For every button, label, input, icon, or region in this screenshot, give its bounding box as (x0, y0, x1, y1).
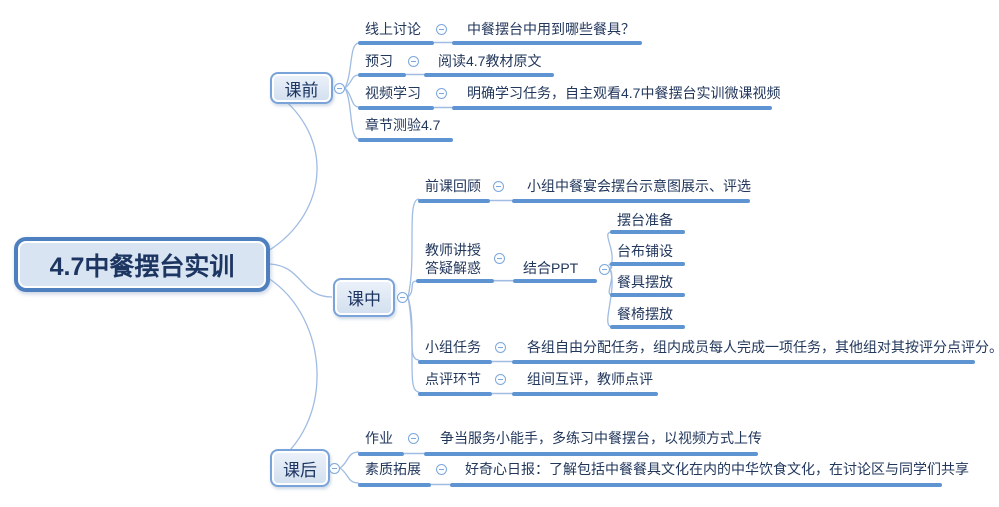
subtopic-label[interactable]: 线上讨论 (365, 21, 421, 37)
topic-underline (418, 360, 492, 364)
topic-underline (358, 138, 453, 142)
subtopic-label[interactable]: 答疑解惑 (425, 260, 481, 276)
subtopic-label[interactable]: 预习 (365, 53, 393, 69)
collapse-icon[interactable] (495, 342, 506, 353)
branch-topic-in-class[interactable]: 课中 (333, 278, 395, 317)
collapse-icon[interactable] (436, 24, 447, 35)
topic-underline (358, 106, 434, 110)
topic-underline (358, 483, 431, 487)
branch-label: 课中 (347, 290, 381, 309)
topic-underline (610, 262, 685, 266)
subtopic-label[interactable]: 作业 (365, 430, 393, 446)
topic-underline (610, 325, 685, 329)
collapse-icon[interactable] (436, 464, 447, 475)
branch-topic-pre-class[interactable]: 课前 (270, 72, 333, 104)
detail-label[interactable]: 台布铺设 (617, 243, 673, 259)
subtopic-label[interactable]: 小组任务 (425, 339, 481, 355)
topic-underline (424, 452, 758, 456)
branch-label: 课前 (284, 80, 319, 100)
collapse-icon[interactable] (599, 264, 610, 275)
collapse-icon[interactable] (334, 83, 345, 94)
topic-underline (416, 279, 494, 283)
detail-label[interactable]: 摆台准备 (617, 212, 673, 228)
topic-underline (512, 199, 750, 203)
collapse-icon[interactable] (397, 292, 408, 303)
collapse-icon[interactable] (495, 374, 506, 385)
detail-label[interactable]: 餐椅摆放 (617, 306, 673, 322)
collapse-icon[interactable] (329, 463, 340, 474)
detail-label[interactable]: 餐具摆放 (617, 274, 673, 290)
topic-underline (610, 293, 685, 297)
topic-underline (512, 392, 658, 396)
collapse-icon[interactable] (494, 253, 505, 264)
subtopic-label[interactable]: 章节测验4.7 (365, 117, 441, 133)
collapse-icon[interactable] (408, 56, 419, 67)
topic-underline (358, 41, 434, 45)
collapse-icon[interactable] (493, 181, 504, 192)
note-label[interactable]: 各组自由分配任务，组内成员每人完成一项任务，其他组对其按评分点评分。 (527, 339, 999, 355)
branch-topic-after-class[interactable]: 课后 (270, 449, 330, 487)
topic-underline (610, 230, 685, 234)
topic-underline (418, 392, 492, 396)
note-label[interactable]: 组间互评，教师点评 (527, 371, 653, 387)
topic-underline (418, 199, 490, 203)
collapse-icon[interactable] (408, 433, 419, 444)
collapse-icon[interactable] (436, 88, 447, 99)
note-label[interactable]: 小组中餐宴会摆台示意图展示、评选 (527, 178, 751, 194)
topic-underline (424, 73, 554, 77)
note-label[interactable]: 中餐摆台中用到哪些餐具？ (467, 21, 635, 37)
subtopic-label[interactable]: 教师讲授 (425, 242, 481, 258)
topic-underline (512, 360, 975, 364)
subtopic-label[interactable]: 素质拓展 (365, 461, 421, 477)
subtopic-label[interactable]: 视频学习 (365, 85, 421, 101)
topic-underline (358, 452, 404, 456)
note-label[interactable]: 好奇心日报：了解包括中餐餐具文化在内的中华饮食文化，在讨论区与同学们共享 (465, 461, 969, 477)
topic-underline (450, 483, 942, 487)
topic-underline (452, 106, 772, 110)
topic-underline (452, 41, 642, 45)
topic-underline (513, 279, 597, 283)
subtopic-label[interactable]: 点评环节 (425, 371, 481, 387)
note-label[interactable]: 争当服务小能手，多练习中餐摆台，以视频方式上传 (440, 430, 762, 446)
root-topic[interactable]: 4.7中餐摆台实训 (14, 237, 270, 292)
note-label[interactable]: 结合PPT (523, 260, 579, 276)
note-label[interactable]: 阅读4.7教材原文 (438, 53, 542, 69)
topic-underline (358, 73, 406, 77)
branch-label: 课后 (283, 460, 317, 480)
note-label[interactable]: 明确学习任务，自主观看4.7中餐摆台实训微课视频 (467, 85, 781, 101)
root-topic-label: 4.7中餐摆台实训 (49, 252, 235, 281)
subtopic-label[interactable]: 前课回顾 (425, 178, 481, 194)
